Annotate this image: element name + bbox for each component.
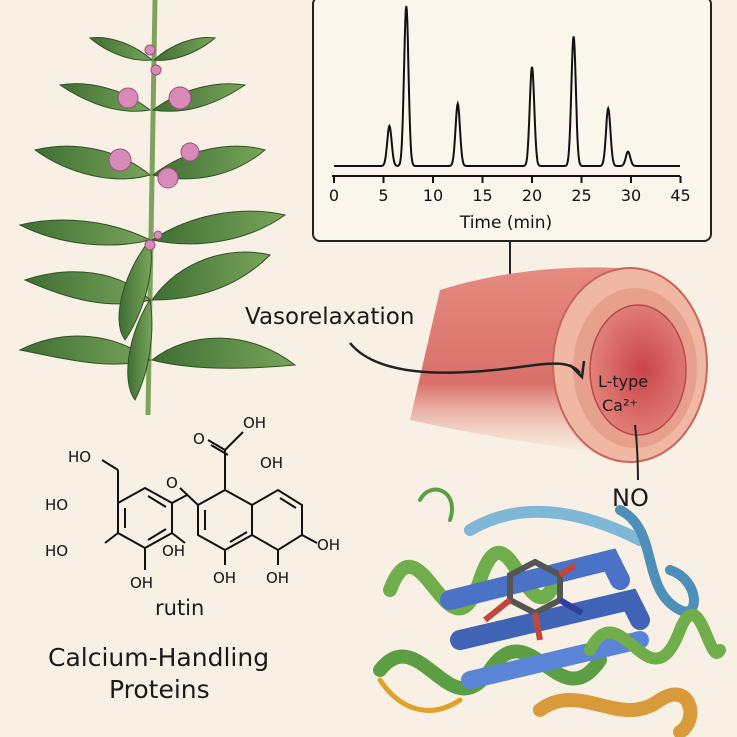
chromatogram-trace <box>334 5 680 167</box>
atom-o-carbonyl: O <box>193 430 205 448</box>
proteins-title-line1: Calcium-Handling <box>48 643 270 672</box>
x-tick-label: 25 <box>571 186 591 205</box>
vasorelaxation-label: Vasorelaxation <box>245 304 415 330</box>
compound-name: rutin <box>155 596 205 620</box>
atom-oh-acid: OH <box>243 414 266 432</box>
vasorelaxation-arrow <box>349 342 586 380</box>
proteins-title-line2: Proteins <box>109 675 210 704</box>
x-tick-label: 5 <box>378 186 388 205</box>
chromatogram-chart: 0 5 10 15 20 25 30 45 Time (min) <box>329 5 691 233</box>
atom-oh-left3: OH <box>162 542 185 560</box>
atom-ho-left1: HO <box>45 496 68 514</box>
x-tick-label: 0 <box>329 186 339 205</box>
motherwort-plant-illustration <box>18 0 297 416</box>
atom-oh-r1: OH <box>213 569 236 587</box>
atom-o-link: O <box>166 474 178 492</box>
atom-ho-left2: HO <box>45 542 68 560</box>
x-tick-label: 30 <box>621 186 641 205</box>
chromatogram-panel: 0 5 10 15 20 25 30 45 Time (min) <box>312 0 712 242</box>
rutin-structure: HO O OH OH O O HO HO OH OH OH OH OH <box>45 414 340 592</box>
x-tick-label: 10 <box>423 186 443 205</box>
atom-oh-ring: OH <box>260 454 283 472</box>
protein-ribbon-illustration <box>373 487 726 737</box>
atom-oh-r2: OH <box>266 569 289 587</box>
atom-oh-bottom: OH <box>130 574 153 592</box>
calcium-ion-label: Ca²⁺ <box>602 396 638 415</box>
blood-vessel-illustration <box>410 267 708 480</box>
x-tick-label: 20 <box>522 186 542 205</box>
atom-oh-r3: OH <box>317 536 340 554</box>
x-axis-label: Time (min) <box>459 213 552 233</box>
atom-ho-top: HO <box>68 448 91 466</box>
x-tick-label: 45 <box>670 186 690 205</box>
x-tick-label: 15 <box>472 186 492 205</box>
l-type-label: L-type <box>598 372 649 391</box>
